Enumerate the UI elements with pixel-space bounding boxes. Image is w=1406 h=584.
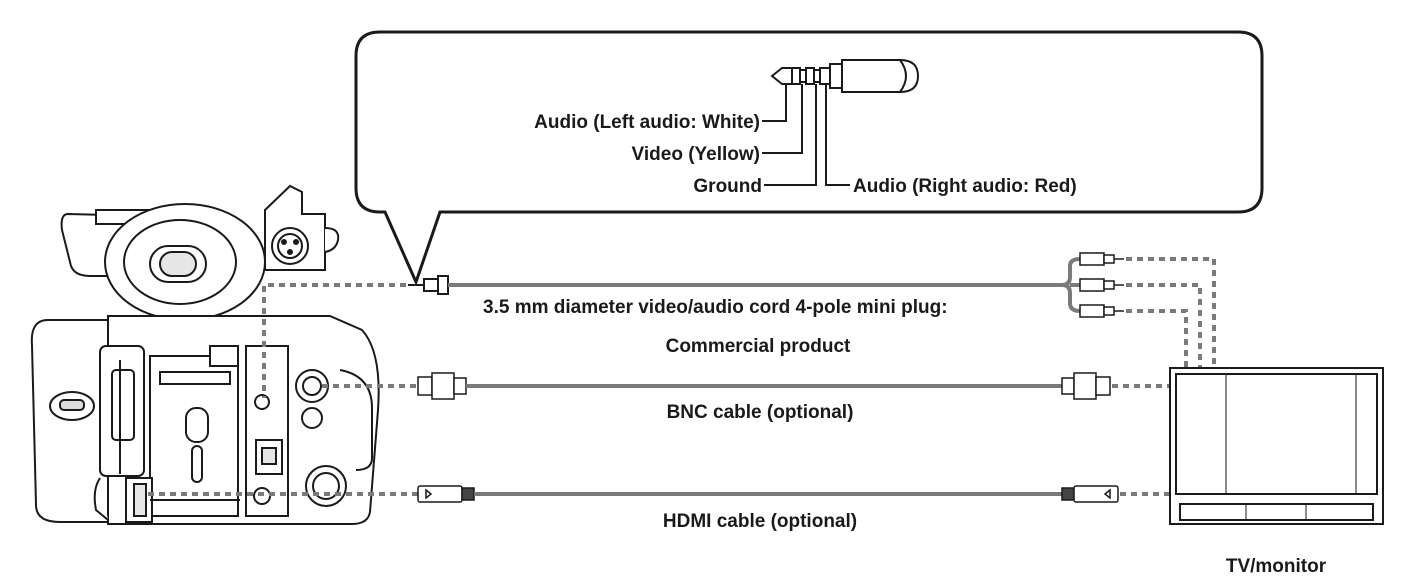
av-cord-label-line2: Commercial product	[666, 336, 851, 357]
label-ground: Ground	[693, 176, 762, 197]
av-cord-camera-dotted	[262, 283, 406, 398]
av-cord-split	[1061, 257, 1081, 313]
tv-monitor-illustration	[1169, 367, 1384, 525]
hdmi-cable-label: HDMI cable (optional)	[663, 511, 857, 532]
label-right-audio: Audio (Right audio: Red)	[853, 176, 1077, 197]
bnc-connector-left	[417, 372, 467, 400]
rca-dotted-lines	[1126, 257, 1216, 368]
rca-plugs	[1079, 252, 1124, 318]
label-left-audio: Audio (Left audio: White)	[534, 112, 760, 133]
bnc-cable-label: BNC cable (optional)	[667, 402, 854, 423]
callout-bubble	[354, 30, 1264, 287]
camera-illustration	[30, 184, 380, 525]
av-cord-label-line1: 3.5 mm diameter video/audio cord 4-pole …	[483, 297, 948, 318]
tv-monitor-label: TV/monitor	[1226, 556, 1327, 577]
hdmi-connector-left	[417, 485, 475, 503]
bnc-connector-right	[1061, 372, 1111, 400]
label-video: Video (Yellow)	[632, 144, 760, 165]
hdmi-connector-right	[1061, 485, 1119, 503]
mini-plug-illustration	[762, 59, 920, 186]
